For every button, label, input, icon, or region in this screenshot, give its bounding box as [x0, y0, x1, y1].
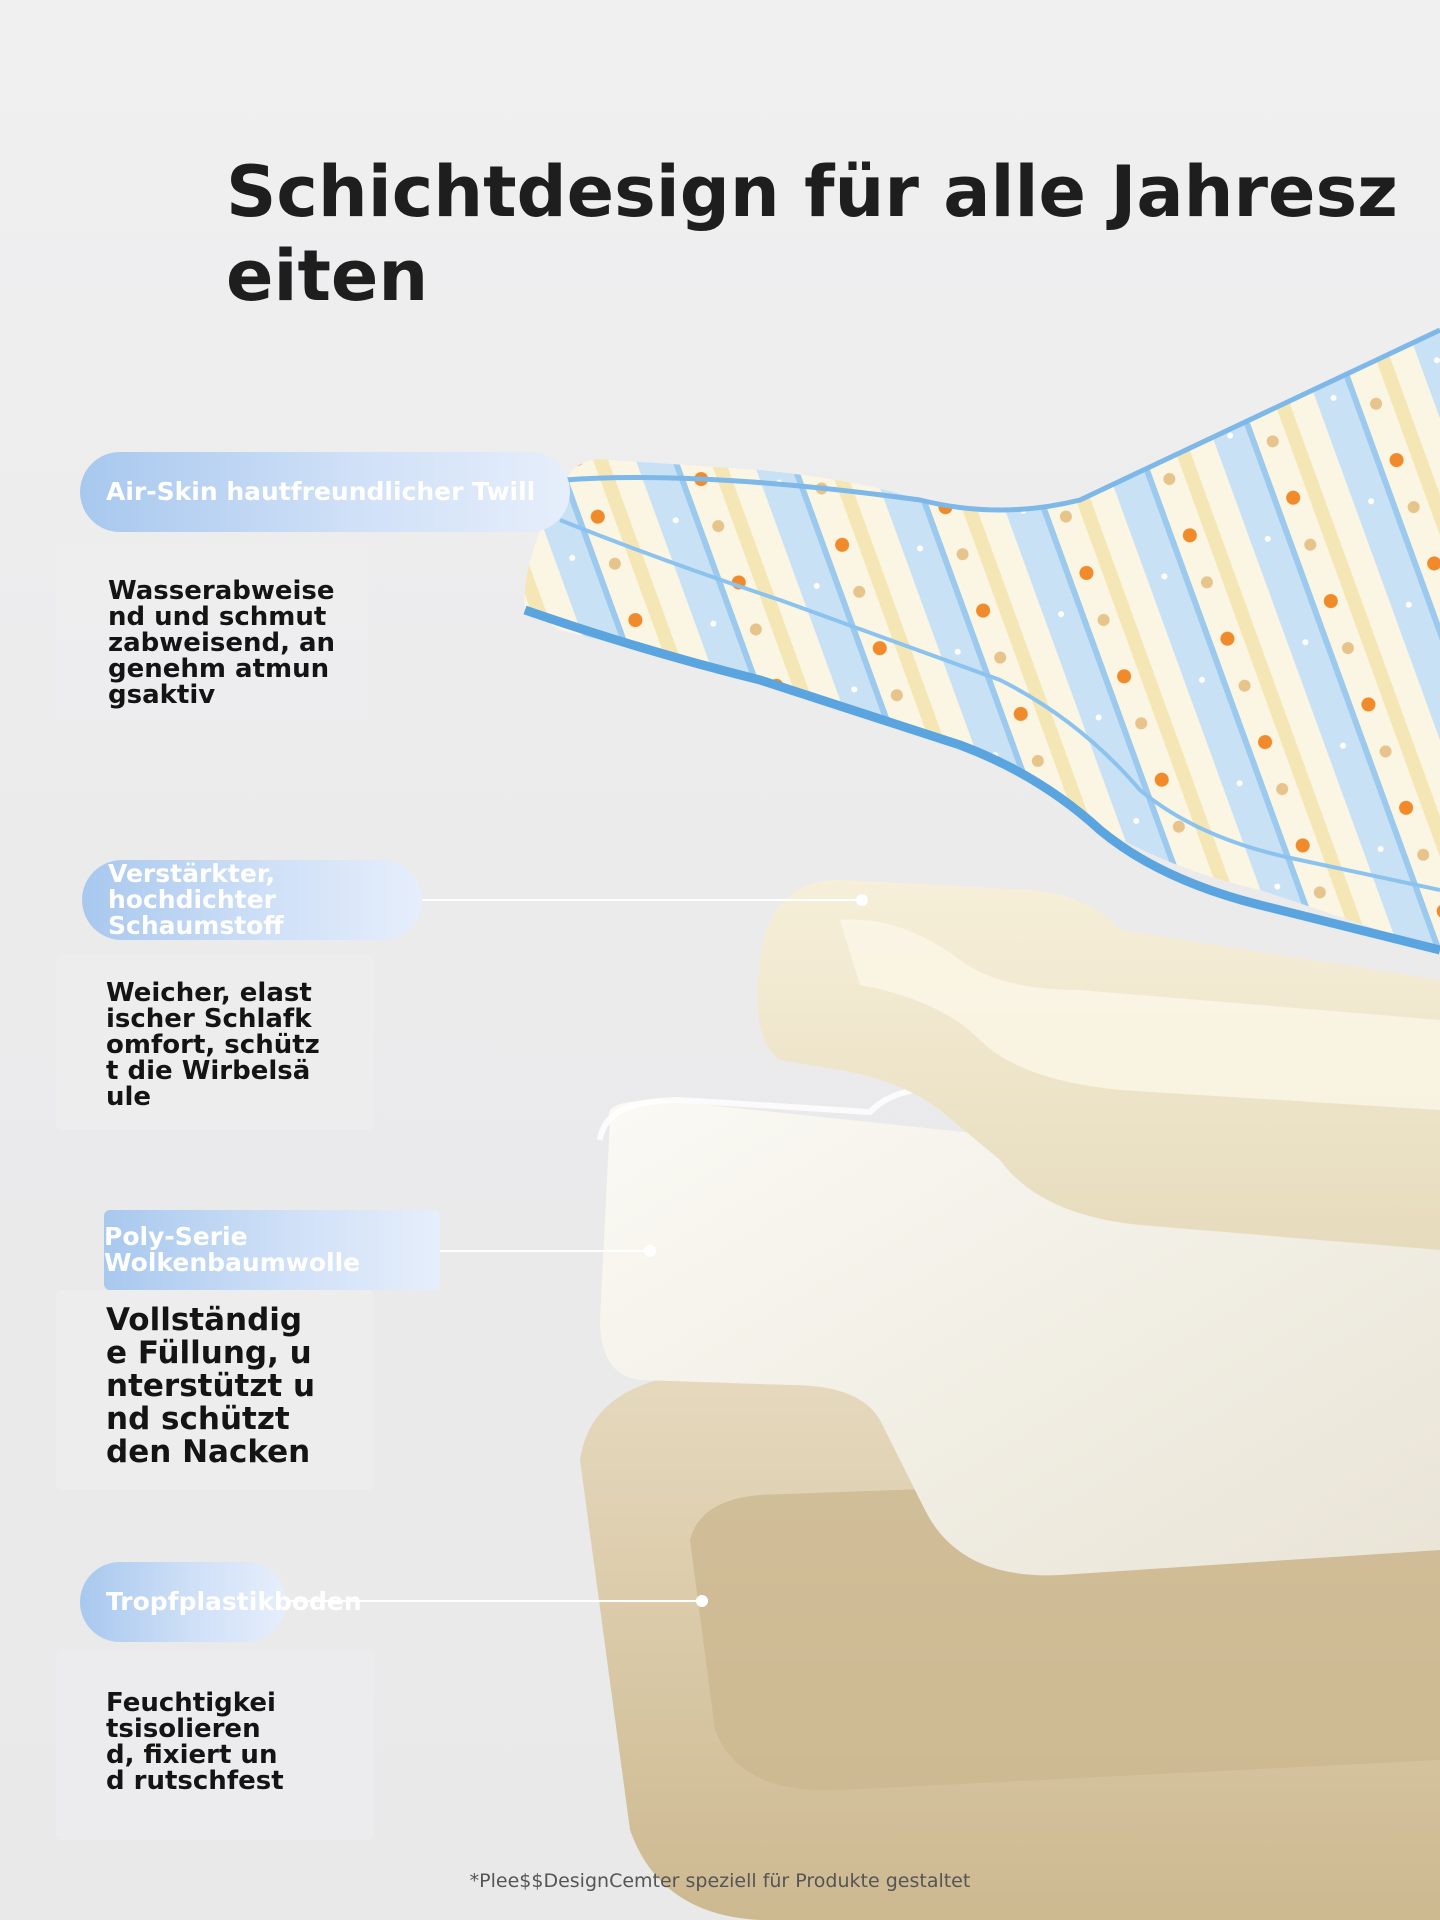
description-panel	[56, 545, 368, 720]
description-panel	[56, 955, 374, 1130]
connector-line	[440, 1250, 650, 1252]
connector-line	[422, 899, 862, 901]
layer-description-cotton: Vollständige Füllung, unterstützt und sc…	[106, 1302, 316, 1470]
layer-description-foam: Weicher, elastischer Schlafkomfort, schü…	[106, 978, 320, 1112]
footer-note: *Plee$$DesignCemter speziell für Produkt…	[469, 1870, 971, 1892]
layer-description-air-skin: Wasserabweisend und schmutzabweisend, an…	[108, 576, 336, 710]
layer-label-base: Tropfplastikboden	[80, 1562, 362, 1642]
layer-label-cotton: Poly-Serie Wolkenbaumwolle	[104, 1210, 440, 1290]
connector-line	[286, 1600, 706, 1602]
layer-label-air-skin: Air-Skin hautfreundlicher Twill	[80, 452, 570, 532]
page-title: Schichtdesign für alle Jahreszeiten	[226, 151, 1398, 317]
layer-label-foam: Verstärkter, hochdichter Schaumstoff	[82, 860, 422, 940]
connector-dot	[696, 1595, 708, 1607]
layer-label-text: Tropfplastikboden	[106, 1587, 362, 1616]
foam-layer-shape	[757, 880, 1440, 1250]
cover-layer-shape	[523, 327, 1440, 955]
description-panel	[56, 1290, 374, 1490]
description-panel	[56, 1650, 374, 1840]
layer-label-text: Verstärkter, hochdichter Schaumstoff	[108, 859, 284, 940]
connector-dot	[856, 894, 868, 906]
layer-label-text: Air-Skin hautfreundlicher Twill	[106, 477, 536, 506]
layer-label-text: Poly-Serie Wolkenbaumwolle	[104, 1222, 361, 1277]
layer-description-base: Feuchtigkeitsisolierend, fixiert und rut…	[106, 1688, 284, 1796]
connector-dot	[644, 1245, 656, 1257]
